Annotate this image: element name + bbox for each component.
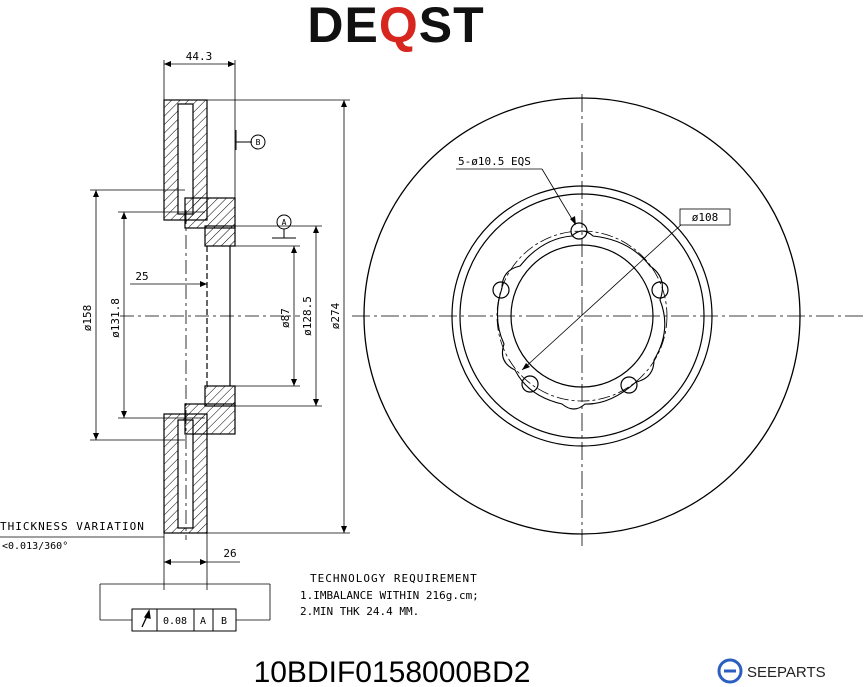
brand-logo-left: DE — [307, 0, 378, 53]
dim-d131-8: ø131.8 — [109, 298, 122, 338]
friction-inner-edge — [451, 185, 713, 447]
dim-d158: ø158 — [81, 305, 94, 332]
dim-flange-thickness: 26 — [223, 547, 236, 560]
runout-datum-2: B — [221, 616, 227, 627]
part-number: 10BDIF0158000BD2 — [254, 656, 531, 687]
brand-logo-q: Q — [379, 0, 419, 53]
seeparts-logo-icon — [717, 658, 743, 684]
dim-d87: ø87 — [279, 308, 292, 328]
brand-logo: DEQST — [307, 0, 484, 53]
datum-b-symbol — [235, 130, 266, 150]
thickness-variation-title: THICKNESS VARIATION — [0, 520, 145, 533]
dim-overall-thickness: 44.3 — [186, 50, 213, 63]
lower-hat — [184, 403, 236, 435]
footer-brand: SEEPARTS — [747, 664, 826, 681]
datum-b-label: B — [256, 138, 261, 147]
center-bore — [510, 244, 654, 388]
disc-outer-edge — [363, 97, 801, 535]
section-view — [90, 60, 350, 590]
tech-req-line1: 1.IMBALANCE WITHIN 216g.cm; — [300, 589, 479, 602]
dim-pcd: ø108 — [692, 211, 719, 224]
tech-req-title: TECHNOLOGY REQUIREMENT — [310, 572, 478, 585]
bolt-hole-4 — [521, 375, 539, 393]
dim-d128-5: ø128.5 — [301, 296, 314, 336]
hat-outer-edge — [459, 193, 705, 439]
runout-datum-1: A — [200, 616, 206, 627]
bolt-hole-2 — [651, 281, 669, 299]
bolt-hole-5 — [492, 281, 510, 299]
runout-frame — [131, 608, 237, 632]
runout-arrow-icon — [141, 609, 151, 628]
tech-req-line2: 2.MIN THK 24.4 MM. — [300, 605, 419, 618]
bolt-hole-1 — [570, 222, 588, 240]
datum-a-symbol — [272, 214, 296, 239]
front-view — [352, 94, 864, 546]
brand-logo-right: ST — [419, 0, 485, 53]
datum-a-label: A — [282, 218, 287, 227]
thickness-variation-value: <0.013/360° — [2, 541, 68, 552]
dim-bolt-holes: 5-ø10.5 EQS — [458, 155, 531, 168]
dim-d274: ø274 — [329, 302, 342, 329]
dim-hub-offset: 25 — [135, 270, 148, 283]
bolt-hole-3 — [620, 376, 638, 394]
runout-tolerance: 0.08 — [163, 616, 187, 627]
upper-hat — [184, 197, 236, 229]
